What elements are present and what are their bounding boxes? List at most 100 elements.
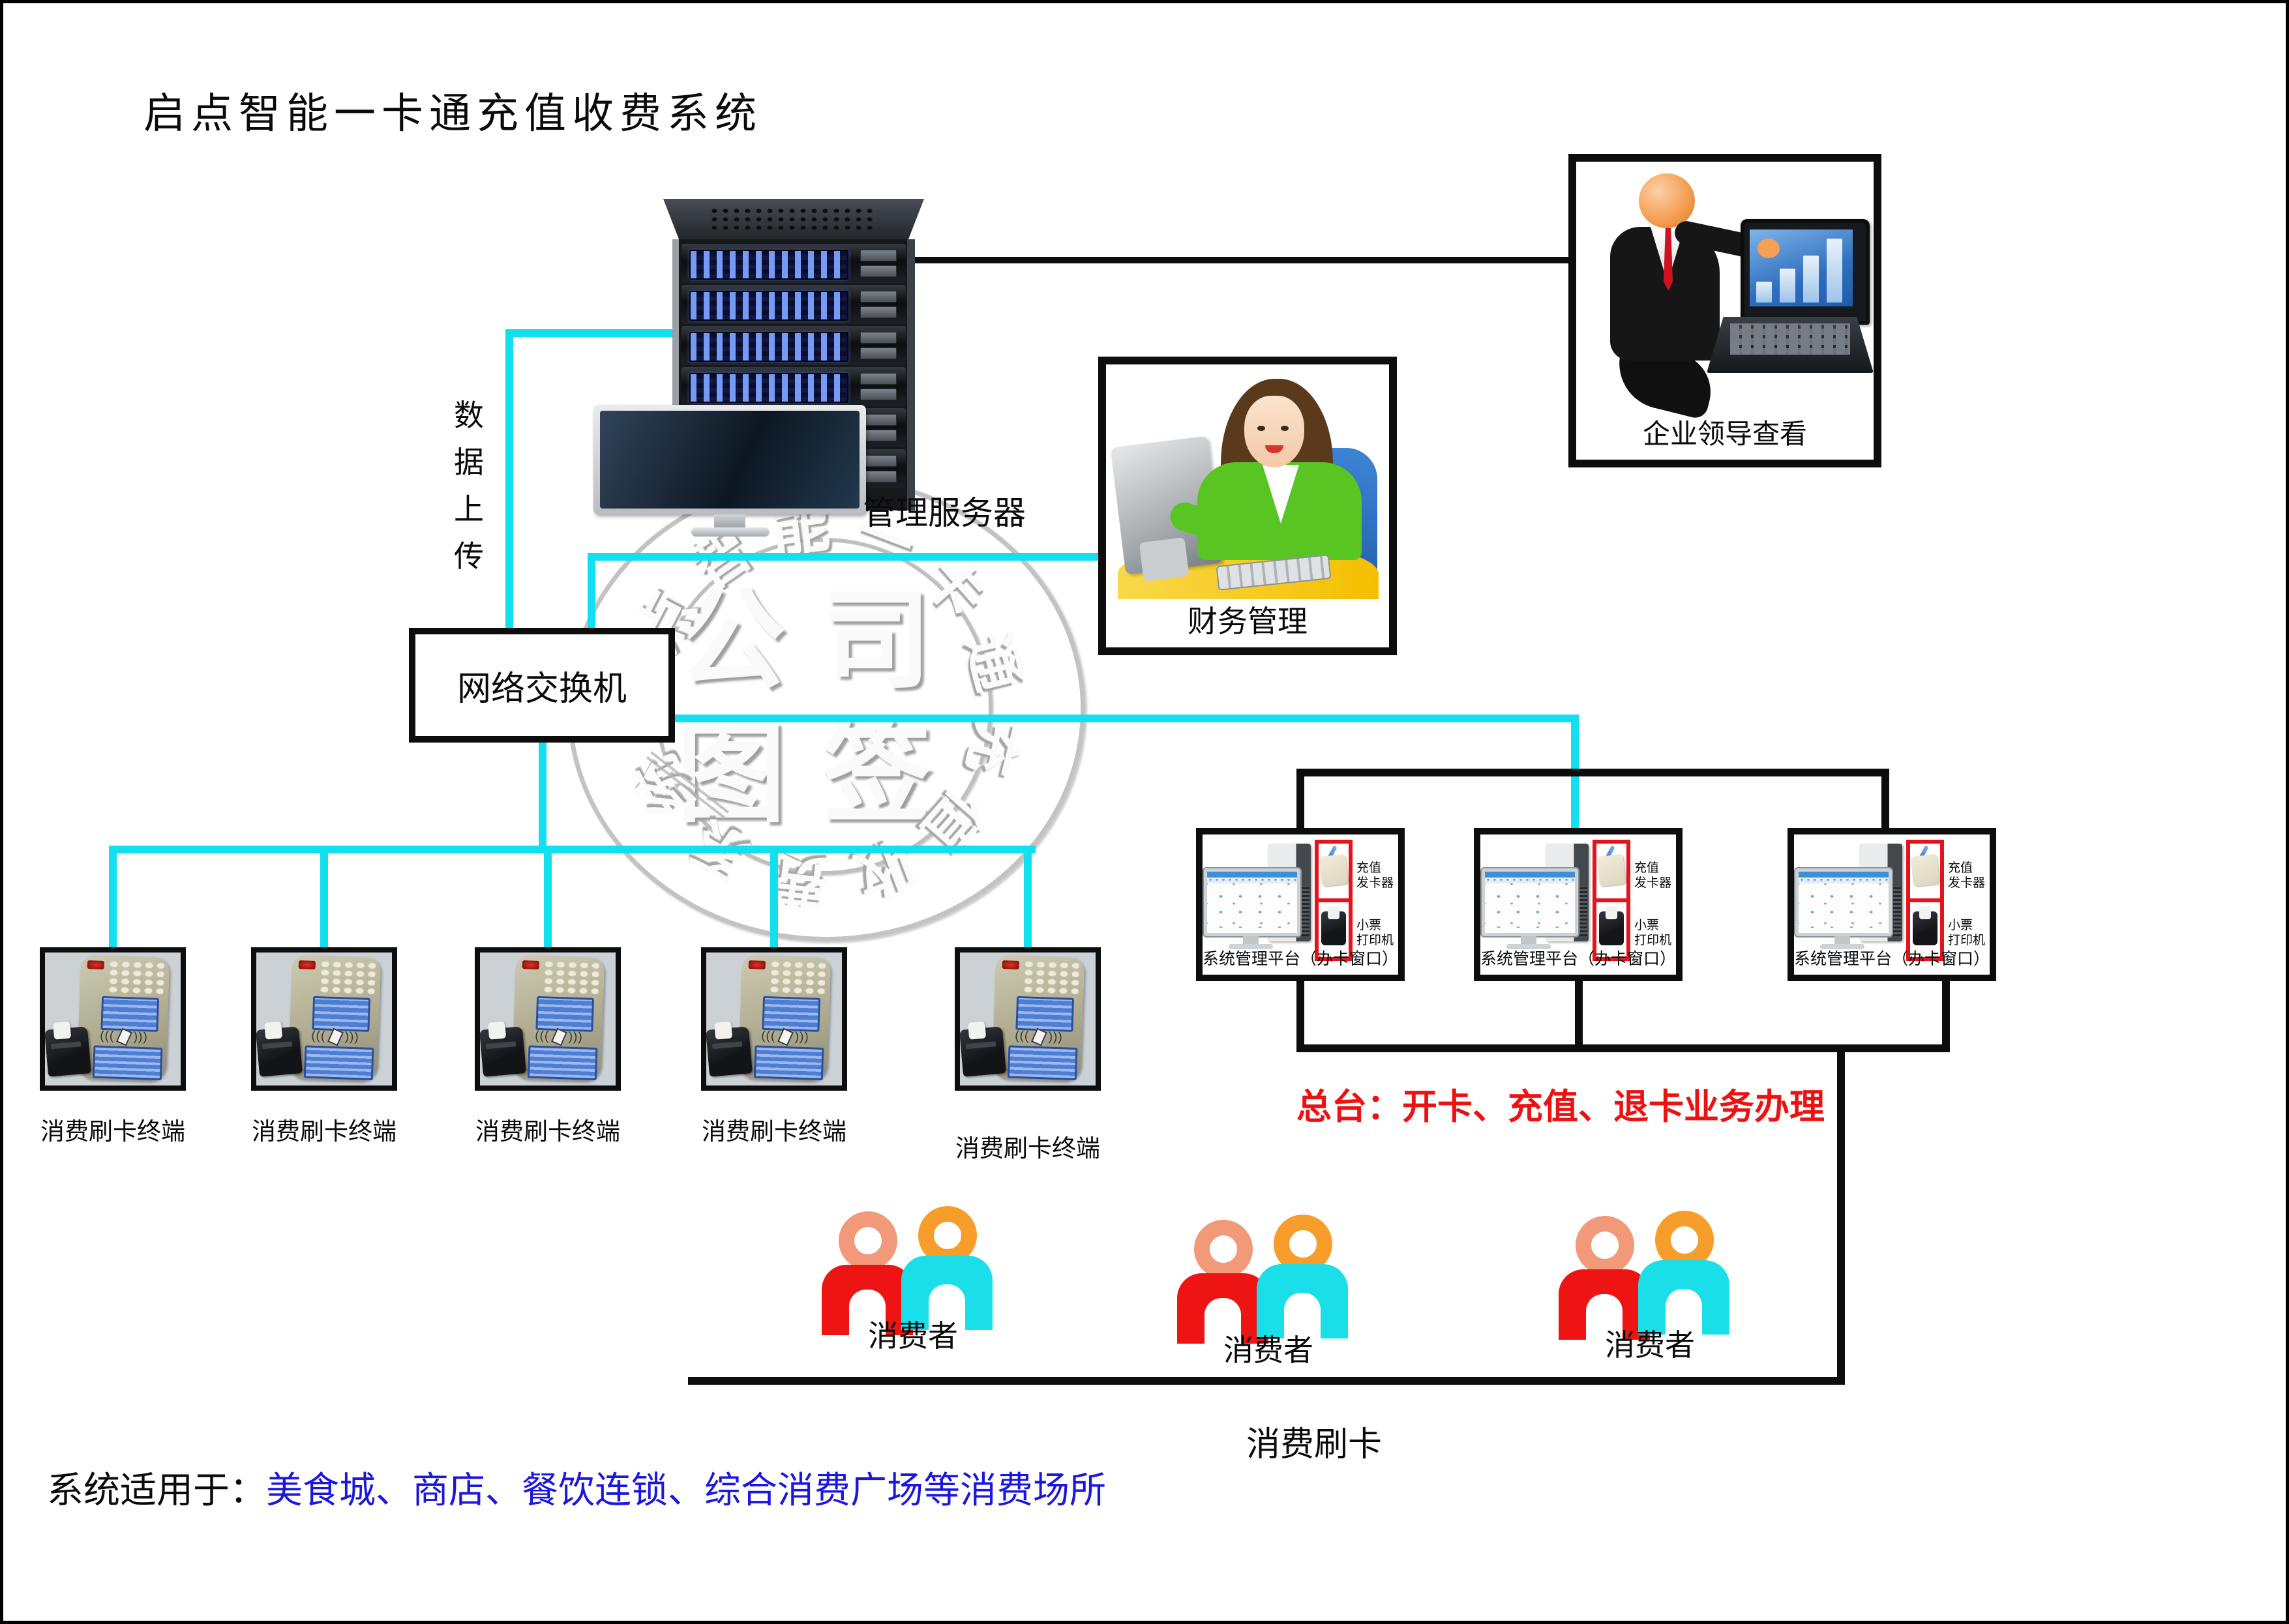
line-stations-to-baseline [1837,1048,1845,1385]
rack-button [860,373,897,385]
rack-button [860,250,897,261]
station-bottom-bus [1296,1044,1950,1052]
rfid-wave-icon: ((( ))) [1005,1027,1073,1048]
pos-terminal-label-5: 消费刷卡终端 [955,1135,1100,1162]
consumer-person-red [822,1205,913,1335]
pos-led [748,960,766,969]
highlight-frame [1315,840,1353,961]
leader-head [1639,173,1695,228]
card-office-station-2: 充值发卡器 小票打印机 系统管理平台（办卡窗口） [1474,828,1683,981]
pos-terminal-4: ((( ))) [701,947,847,1091]
footer-highlight: 美食城、商店、餐饮连锁、综合消费广场等消费场所 [266,1469,1106,1511]
card-icon [550,1027,567,1046]
pos-terminal-label-2: 消费刷卡终端 [252,1118,396,1145]
pos-device: ((( ))) [76,954,170,1082]
rack-bay [681,285,906,324]
leader-hand [1758,239,1780,258]
monitor-stand [714,514,745,529]
person-head-icon [1655,1211,1714,1269]
card-icon [1030,1027,1047,1046]
pos-keypad [1021,958,1080,996]
card-icon [327,1027,344,1046]
rack-button [860,291,897,303]
ticket-printer-cell [1596,898,1626,957]
pos-terminal-3: ((( ))) [475,947,621,1091]
pos-upper-lcd [100,996,160,1032]
line-switch-to-station-horizontal [675,715,1579,722]
window-toolbar [1799,878,1889,883]
pos-upper-lcd [535,996,595,1032]
station-monitor [1480,867,1579,937]
data-upload-label: 数据上传 [454,398,484,573]
card-issuer-cell [1910,844,1940,898]
rack-led-panel [689,250,848,280]
station-monitor [1203,867,1302,937]
rack-led-panel [689,291,848,321]
consumer-label-1: 消费者 [868,1319,958,1353]
pos-led [522,960,540,969]
rack-bay [681,244,906,283]
terminal-drop-5 [1024,846,1032,950]
window-titlebar [1207,872,1297,878]
line-server-to-switch-horizontal [505,329,681,337]
station-monitor-base [1506,944,1551,949]
station-monitor [1794,867,1893,937]
person-body-icon [1638,1260,1729,1335]
laptop-chart-screen [1750,229,1853,306]
card-icon [777,1027,794,1046]
station-top-drop-1 [1296,769,1304,831]
rack-bay [681,367,906,406]
pos-lower-lcd [527,1045,598,1081]
consumer-label-3: 消费者 [1605,1328,1695,1362]
rfid-wave-icon: ((( ))) [751,1027,820,1048]
finance-label: 财务管理 [1188,604,1308,638]
receipt-printer [705,1026,753,1077]
person-body-icon [1559,1269,1650,1340]
person-body-icon [901,1256,993,1330]
window-titlebar [1799,872,1889,878]
pos-keypad [767,958,826,996]
card-issuer-label: 充值发卡器 [1634,861,1672,890]
person-head-icon [1274,1215,1332,1273]
terminal-drop-3 [544,846,552,950]
consumer-pair-1 [822,1205,1004,1335]
chart-bar [1827,239,1842,303]
card-issuer-label: 充值发卡器 [1356,861,1394,890]
consumer-person-red [1559,1210,1650,1340]
rack-vent-dots [709,207,878,233]
chart-bar [1803,256,1819,303]
person-body-icon [1257,1264,1348,1338]
pos-lower-lcd [92,1045,163,1081]
terminal-bus-line [109,846,1036,853]
station-monitor-base [1229,944,1273,949]
consumer-pair-3 [1559,1210,1741,1340]
monitor-screen [600,411,860,509]
rack-led-panel [689,373,848,403]
pos-terminal-2: ((( ))) [251,947,397,1091]
card-issuer-label: 充值发卡器 [1948,861,1986,890]
ticket-printer-cell [1319,898,1349,957]
rack-led-panel [689,332,848,362]
person-body-icon [822,1265,913,1335]
finance-clerk-illustration [1106,364,1389,599]
consumer-label-2: 消费者 [1223,1333,1313,1367]
line-finance-to-switch-vertical [588,553,595,628]
pos-led [87,960,105,969]
station-bottom-riser-2 [1575,979,1583,1048]
consumer-pair-2 [1177,1214,1360,1344]
rack-button [860,389,897,400]
person-body-icon [1177,1273,1268,1344]
leader-box: 企业领导查看 [1568,154,1881,467]
chart-bar [1756,282,1772,303]
ticket-printer-label: 小票打印机 [1356,919,1394,947]
pos-terminal-label-4: 消费刷卡终端 [702,1118,846,1145]
footer-usage-note: 系统适用于：美食城、商店、餐饮连锁、综合消费广场等消费场所 [47,1461,1106,1514]
ticket-printer-device [1913,906,1937,945]
rack-button [860,347,897,359]
window-workspace [1485,883,1575,928]
terminal-drop-4 [770,846,778,950]
terminal-drop-1 [109,846,117,950]
receipt-printer [479,1026,527,1077]
pos-terminal-label-1: 消费刷卡终端 [40,1118,185,1145]
